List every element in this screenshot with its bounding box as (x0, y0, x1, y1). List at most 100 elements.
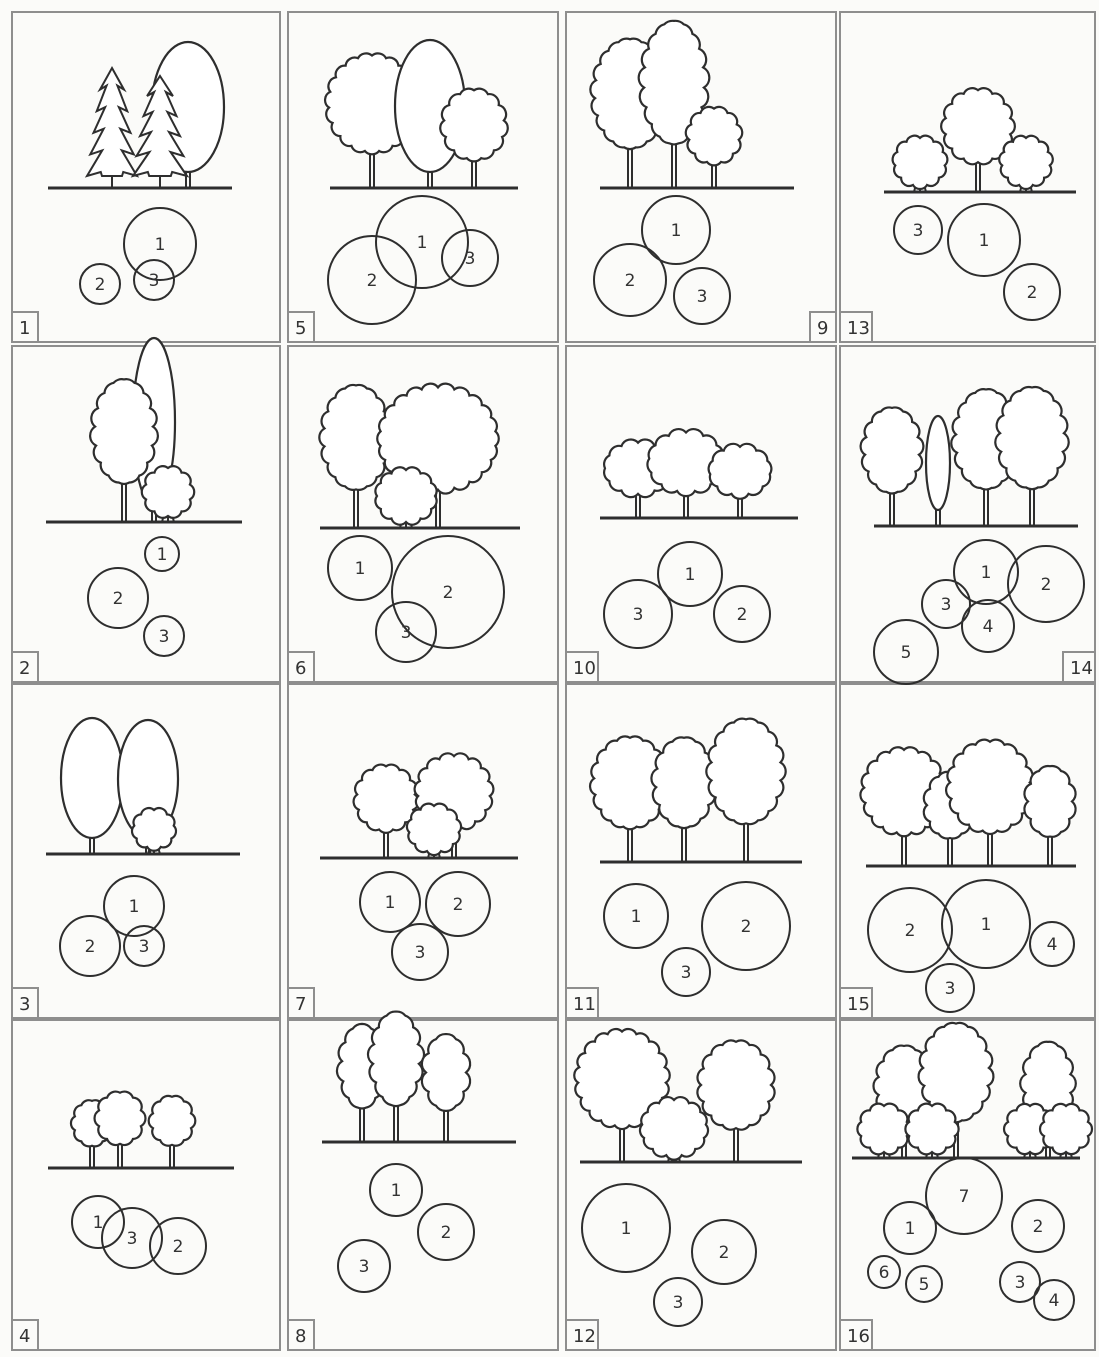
deciduous-tree-icon (709, 444, 772, 518)
plan-circle-3: 3 (654, 1278, 702, 1326)
plan-circle-label: 1 (685, 565, 696, 585)
plan-circle-1: 1 (72, 1196, 124, 1248)
plan-circle-label: 3 (1015, 1273, 1026, 1293)
panel-frame-4 (12, 1020, 280, 1350)
columnar-tree-icon (61, 718, 123, 854)
plan-circle-label: 2 (905, 921, 916, 941)
plan-circle-1: 1 (328, 536, 392, 600)
plan-circle-label: 2 (719, 1243, 730, 1263)
plan-circle-label: 1 (671, 221, 682, 241)
plan-circle-label: 1 (417, 233, 428, 253)
panel-number-label: 8 (295, 1326, 306, 1347)
plan-circle-label: 3 (139, 937, 150, 957)
plan-circle-label: 1 (155, 235, 166, 255)
plan-circle-label: 2 (441, 1223, 452, 1243)
plan-circle-2: 2 (692, 1220, 756, 1284)
deciduous-tree-icon (354, 765, 419, 858)
plan-circle-3: 3 (926, 964, 974, 1012)
plan-circle-2: 2 (418, 1204, 474, 1260)
plan-circle-label: 3 (673, 1293, 684, 1313)
panel-number: 15 (840, 988, 872, 1018)
plan-circle-3: 3 (392, 924, 448, 980)
deciduous-tree-icon (440, 89, 508, 188)
plan-circle-label: 1 (385, 893, 396, 913)
plan-circle-label: 4 (1049, 1291, 1060, 1311)
plan-circle-label: 1 (391, 1181, 402, 1201)
plan-circle-2: 2 (1012, 1200, 1064, 1252)
panel-number: 5 (288, 312, 314, 342)
plan-circle-label: 2 (453, 895, 464, 915)
plan-circle-2: 2 (80, 264, 120, 304)
panel-2: 1232 (12, 338, 242, 682)
columnar-tree-icon (926, 416, 950, 526)
panel-number-label: 14 (1070, 658, 1093, 679)
shrub-icon (640, 1097, 708, 1162)
panel-number: 3 (12, 988, 38, 1018)
panel-8: 1 2 3 8 (288, 1012, 516, 1350)
plan-circle-label: 1 (93, 1213, 104, 1233)
plan-circle-1: 1 (948, 204, 1020, 276)
plan-circle-label: 7 (959, 1187, 970, 1207)
plan-circle-label: 5 (919, 1275, 930, 1295)
plan-circle-1: 1 (582, 1184, 670, 1272)
plan-circle-label: 2 (443, 583, 454, 603)
panel-number-label: 16 (847, 1326, 870, 1347)
panel-number: 16 (840, 1320, 872, 1350)
plan-circle-2: 2 (88, 568, 148, 628)
plan-circle-3: 3 (124, 926, 164, 966)
plan-circle-1: 1 (145, 537, 179, 571)
plan-circle-3: 3 (894, 206, 942, 254)
panel-frame-11 (566, 684, 836, 1018)
plan-circle-label: 1 (981, 915, 992, 935)
plan-circle-label: 3 (681, 963, 692, 983)
panel-number-label: 2 (19, 658, 30, 679)
plan-circle-label: 1 (979, 231, 990, 251)
panel-number-label: 13 (847, 318, 870, 339)
deciduous-tree-icon (651, 737, 716, 862)
panel-frame-10 (566, 346, 836, 682)
deciduous-tree-icon (946, 740, 1034, 866)
shrub-icon (132, 808, 176, 854)
plan-circle-2: 2 (150, 1218, 206, 1274)
plan-circle-3: 3 (376, 602, 436, 662)
panel-number-label: 1 (19, 318, 30, 339)
plan-circle-1: 1 (954, 540, 1018, 604)
plan-circle-label: 3 (633, 605, 644, 625)
plan-circle-label: 3 (941, 595, 952, 615)
shrub-icon (905, 1104, 958, 1158)
plan-circle-1: 1 (884, 1202, 936, 1254)
panel-number-label: 6 (295, 658, 306, 679)
plan-circle-label: 3 (127, 1229, 138, 1249)
plan-circle-1: 1 (376, 196, 468, 288)
plan-circle-1: 1 (642, 196, 710, 264)
plan-circle-1: 1 (604, 884, 668, 948)
shrub-icon (999, 136, 1053, 192)
panel-number-label: 4 (19, 1326, 30, 1347)
plan-circle-2: 2 (1008, 546, 1084, 622)
shrub-icon (893, 136, 948, 192)
plan-circle-label: 2 (737, 605, 748, 625)
plan-circle-2: 2 (1004, 264, 1060, 320)
deciduous-tree-icon (422, 1034, 470, 1142)
shrub-icon (375, 467, 436, 528)
plan-circle-label: 1 (981, 563, 992, 583)
panel-10: 13210 (566, 429, 798, 682)
plan-circle-label: 2 (741, 917, 752, 937)
plan-circle-1: 1 (360, 872, 420, 932)
plan-circle-label: 1 (157, 545, 168, 565)
panel-number: 7 (288, 988, 314, 1018)
plan-circle-2: 2 (426, 872, 490, 936)
shrub-icon (142, 466, 194, 522)
panel-number: 1 (12, 312, 38, 342)
panel-number-label: 3 (19, 994, 30, 1015)
plan-circle-label: 3 (359, 1257, 370, 1277)
plan-circle-label: 1 (631, 907, 642, 927)
panel-number: 12 (566, 1320, 598, 1350)
deciduous-tree-icon (368, 1012, 424, 1142)
deciduous-tree-icon (686, 107, 742, 188)
panel-13: 3 12 13 (840, 88, 1076, 342)
plan-circle-label: 3 (697, 287, 708, 307)
